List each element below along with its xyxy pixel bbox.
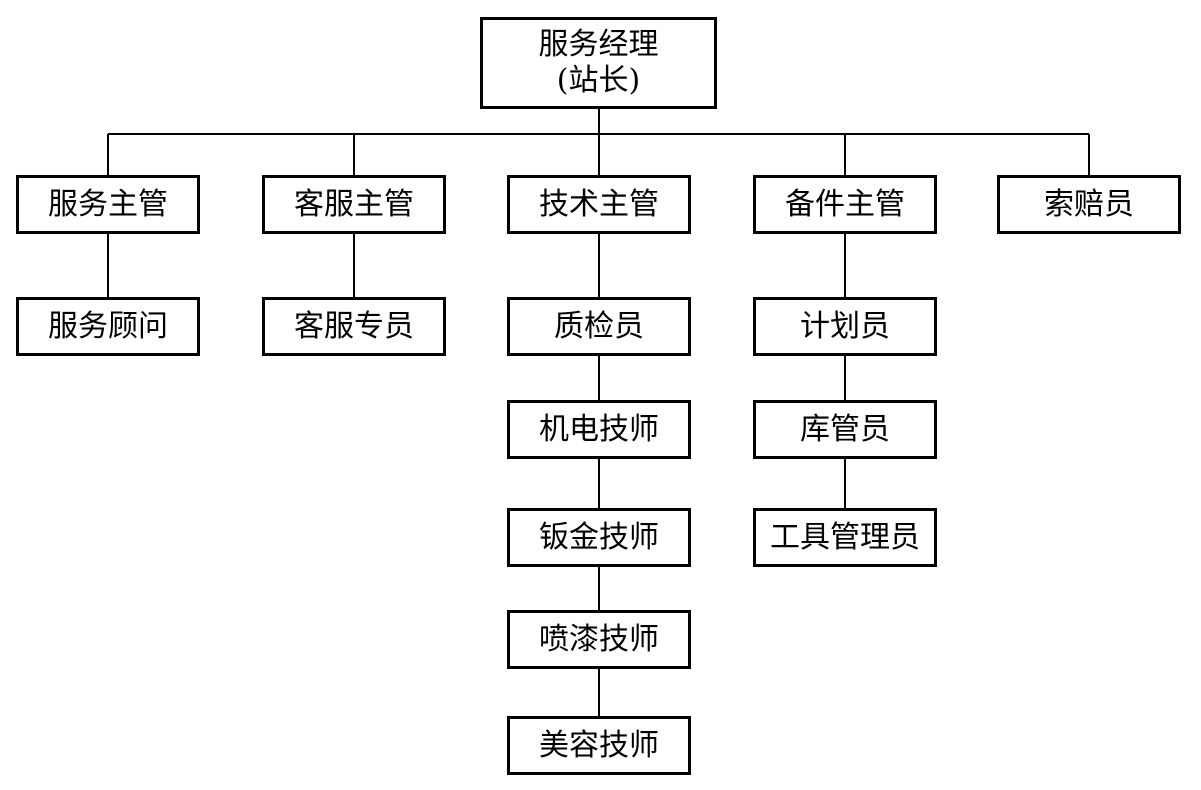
node-label: 工具管理员 xyxy=(770,519,920,555)
node-service-advisor: 服务顾问 xyxy=(16,297,200,356)
node-label: 计划员 xyxy=(800,308,890,344)
node-label: 机电技师 xyxy=(539,411,659,447)
node-label: 服务主管 xyxy=(48,186,168,222)
node-claims-clerk: 索赔员 xyxy=(997,175,1181,234)
node-service-supervisor: 服务主管 xyxy=(16,175,200,234)
node-service-manager-title: 服务经理 xyxy=(538,27,659,62)
node-tool-manager: 工具管理员 xyxy=(753,508,937,567)
node-electromechanical-technician: 机电技师 xyxy=(507,400,691,459)
node-paint-technician: 喷漆技师 xyxy=(507,610,691,669)
node-label: 客服专员 xyxy=(294,308,414,344)
node-label: 备件主管 xyxy=(785,186,905,222)
node-planner: 计划员 xyxy=(753,297,937,356)
node-quality-inspector: 质检员 xyxy=(507,297,691,356)
node-label: 质检员 xyxy=(554,308,644,344)
node-detailing-technician: 美容技师 xyxy=(507,716,691,775)
node-label: 美容技师 xyxy=(539,727,659,763)
node-parts-supervisor: 备件主管 xyxy=(753,175,937,234)
node-service-manager-subtitle: (站长) xyxy=(556,63,641,98)
node-label: 服务顾问 xyxy=(48,308,168,344)
node-label: 客服主管 xyxy=(294,186,414,222)
node-technical-supervisor: 技术主管 xyxy=(507,175,691,234)
node-label: 库管员 xyxy=(800,411,890,447)
node-sheet-metal-technician: 钣金技师 xyxy=(507,508,691,567)
node-label: 钣金技师 xyxy=(539,519,659,555)
node-label: 索赔员 xyxy=(1044,186,1134,222)
node-warehouse-keeper: 库管员 xyxy=(753,400,937,459)
node-customer-service-supervisor: 客服主管 xyxy=(262,175,446,234)
node-label: 技术主管 xyxy=(539,186,659,222)
node-customer-service-specialist: 客服专员 xyxy=(262,297,446,356)
node-service-manager: 服务经理 (站长) xyxy=(480,17,717,109)
node-label: 喷漆技师 xyxy=(539,621,659,657)
